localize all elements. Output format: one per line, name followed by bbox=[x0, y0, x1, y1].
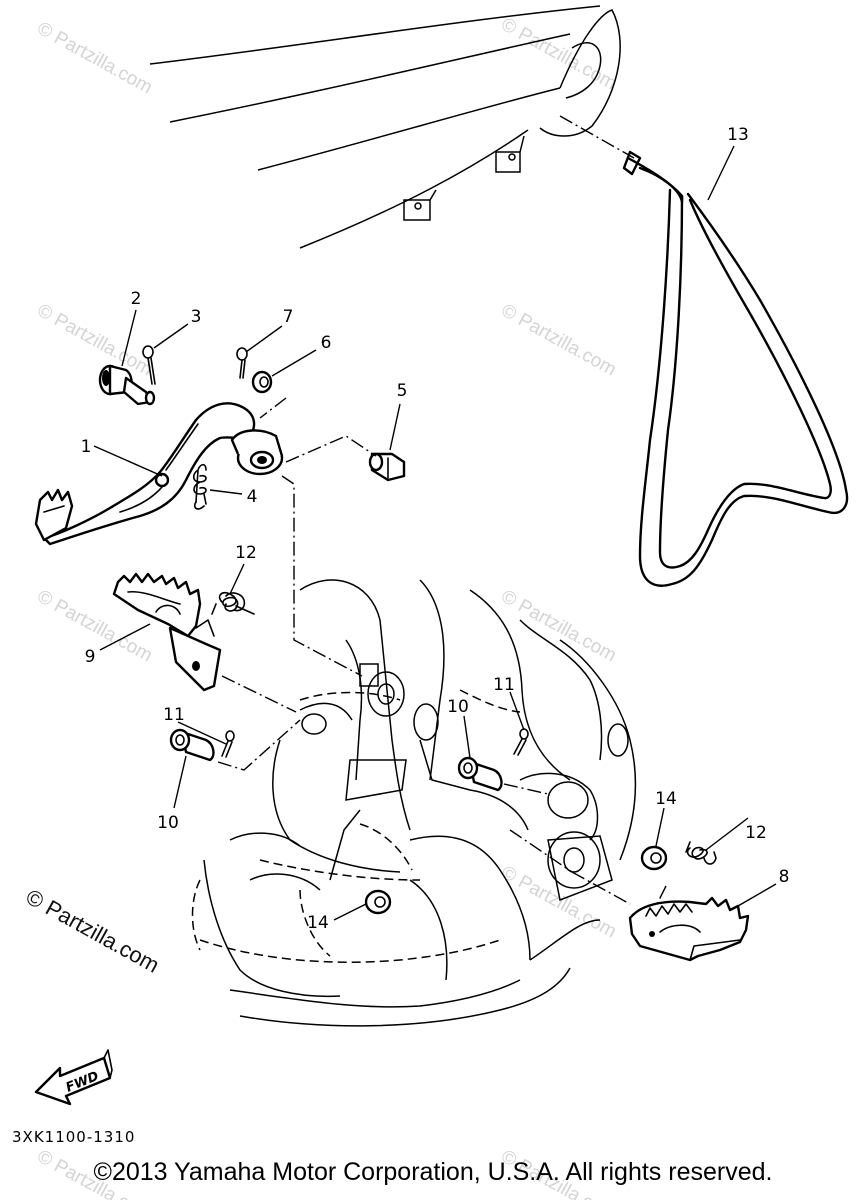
pedal-pin bbox=[368, 452, 406, 482]
callout-12-right: 12 bbox=[745, 823, 767, 843]
cotter-pin-3 bbox=[142, 345, 156, 385]
callout-1: 1 bbox=[81, 437, 92, 457]
callout-8: 8 bbox=[779, 867, 790, 887]
callout-11-left: 11 bbox=[163, 705, 185, 725]
callout-2: 2 bbox=[131, 289, 142, 309]
callout-7: 7 bbox=[283, 307, 294, 327]
callout-12-left: 12 bbox=[235, 543, 257, 563]
watermark: © Partzilla.com bbox=[498, 586, 620, 666]
washer-14-right bbox=[640, 845, 668, 871]
callout-14-center: 14 bbox=[307, 913, 329, 933]
footrest-spring-right bbox=[685, 841, 717, 865]
callout-14-right: 14 bbox=[655, 789, 677, 809]
callout-5: 5 bbox=[397, 381, 408, 401]
fwd-arrow-icon: FWD bbox=[34, 1049, 113, 1106]
callout-9: 9 bbox=[85, 647, 96, 667]
rear-stand bbox=[622, 150, 849, 587]
part-number-callouts: 1 2 3 4 5 6 7 8 9 10 10 11 11 12 12 13 1… bbox=[81, 125, 790, 933]
callout-3: 3 bbox=[191, 307, 202, 327]
callout-4: 4 bbox=[247, 487, 258, 507]
callout-10-left: 10 bbox=[157, 813, 179, 833]
brake-pedal bbox=[34, 402, 284, 546]
footrest-pin-right bbox=[457, 756, 503, 792]
footrest-spring-left bbox=[211, 591, 255, 615]
watermark: © Partzilla.com bbox=[498, 862, 620, 942]
return-spring bbox=[192, 463, 207, 510]
diagram-code: 3XK1100-1310 bbox=[12, 1128, 136, 1146]
footrest-left bbox=[112, 572, 222, 692]
copyright-notice: ©2013 Yamaha Motor Corporation, U.S.A. A… bbox=[93, 1158, 773, 1186]
watermark: © Partzilla.com bbox=[34, 18, 156, 98]
watermarks: © Partzilla.com © Partzilla.com © Partzi… bbox=[34, 14, 620, 1200]
cotter-pin-7 bbox=[236, 347, 248, 379]
watermark: © Partzilla.com bbox=[34, 300, 156, 380]
motorcycle-frame bbox=[191, 579, 637, 1027]
callout-6: 6 bbox=[321, 333, 332, 353]
watermark: © Partzilla.com bbox=[498, 300, 620, 380]
washer-14-center bbox=[364, 889, 392, 915]
rear-fender bbox=[149, 5, 621, 249]
callout-leaders bbox=[93, 145, 777, 921]
watermark: © Partzilla.com bbox=[498, 14, 620, 94]
callout-11-right: 11 bbox=[493, 675, 515, 695]
cotter-pin-11-left bbox=[221, 730, 235, 758]
footrest-pin-left bbox=[169, 728, 215, 762]
cotter-pin-11-right bbox=[513, 728, 529, 756]
callout-13: 13 bbox=[727, 125, 749, 145]
footrest-right bbox=[628, 896, 750, 962]
assembly-lines bbox=[217, 115, 667, 907]
callout-10-right: 10 bbox=[447, 697, 469, 717]
washer-6 bbox=[251, 370, 273, 394]
pivot-shaft bbox=[98, 364, 156, 406]
